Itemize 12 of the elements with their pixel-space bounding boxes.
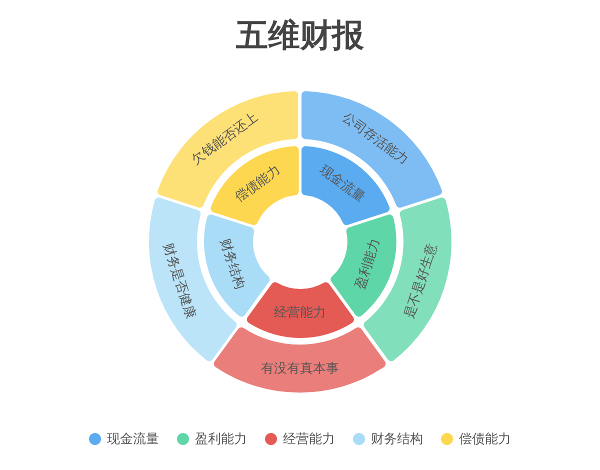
legend-label: 现金流量	[107, 431, 159, 448]
legend-label: 盈利能力	[195, 431, 247, 448]
legend-label: 财务结构	[371, 431, 423, 448]
segment-label: 是不是好生意	[402, 242, 439, 320]
segment-label: 经营能力	[274, 306, 326, 320]
segment-label: 财务结构	[218, 237, 246, 291]
chart-title: 五维财报	[235, 15, 365, 56]
segment-label: 财务是否健康	[160, 242, 198, 320]
legend-label: 偿债能力	[459, 431, 511, 448]
segment-label: 盈利能力	[354, 237, 382, 291]
segment-label: 有没有真本事	[260, 362, 339, 376]
legend-label: 经营能力	[283, 431, 335, 448]
